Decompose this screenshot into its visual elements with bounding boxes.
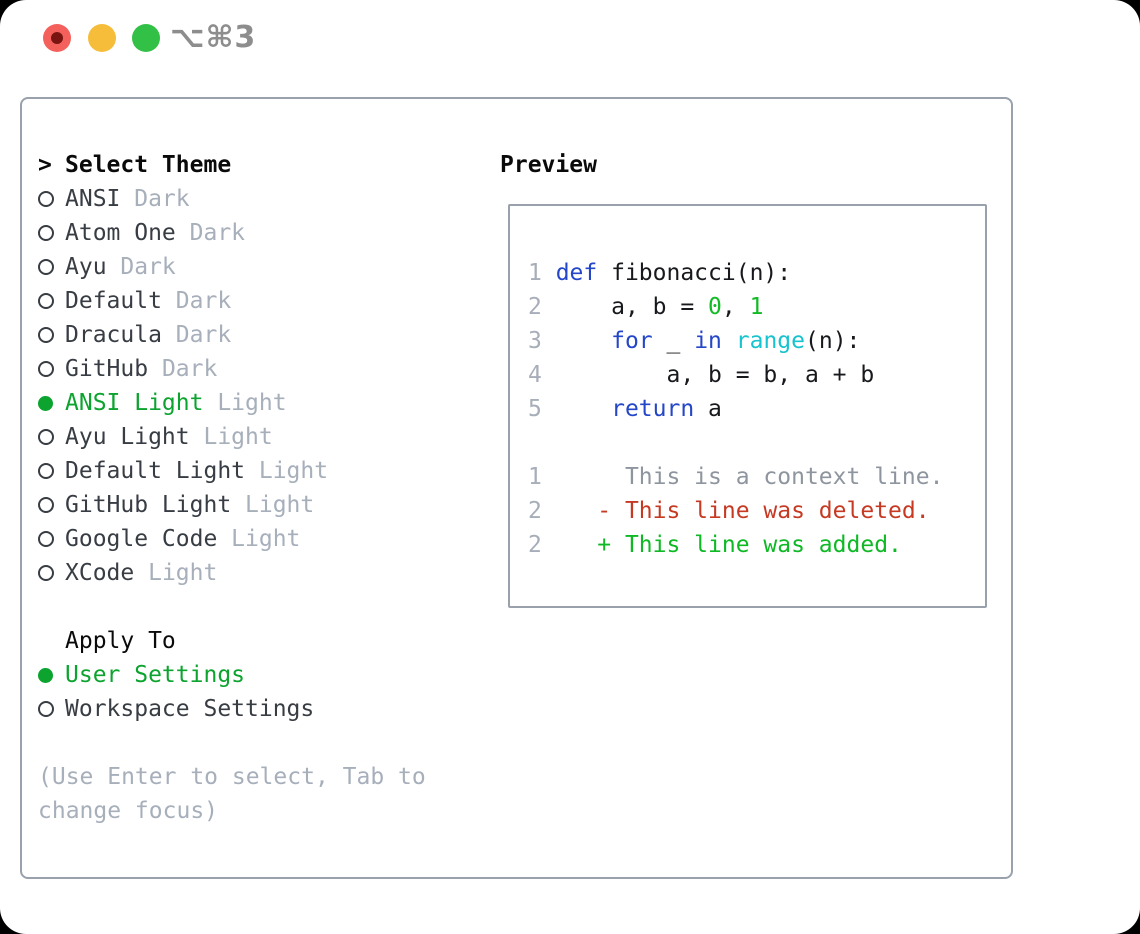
preview-box: 1 def fibonacci(n): 2 a, b = 0, 1 3 for _ … [508,204,987,608]
theme-option-xcode[interactable]: XCode Light [38,556,478,590]
option-label: Workspace Settings [65,696,315,722]
option-label: ANSI Light [65,390,204,416]
option-variant: Light [217,390,287,416]
code-line: 2 a, b = 0, 1 [528,294,764,320]
apply-option-user-settings[interactable]: User Settings [38,658,478,692]
preview-panel: Preview 1 def fibonacci(n): 2 a, b = 0, 1… [500,148,1000,608]
option-variant: Dark [120,254,176,280]
line-number: 2 [528,498,556,524]
preview-code: 1 def fibonacci(n): 2 a, b = 0, 1 3 for _ … [528,256,985,426]
option-variant: Dark [134,186,190,212]
option-variant: Light [148,560,218,586]
option-label: GitHub [65,356,149,382]
radio-icon [38,565,54,581]
radio-selected-icon [38,667,53,683]
option-label: Atom One [65,220,176,246]
radio-icon [38,293,54,309]
theme-option-ayu-light[interactable]: Ayu Light Light [38,420,478,454]
radio-icon [38,327,54,343]
line-number: 2 [528,532,556,558]
help-text: (Use Enter to select, Tab to change focu… [38,764,426,824]
theme-option-default-light[interactable]: Default Light Light [38,454,478,488]
option-label: ANSI [65,186,121,212]
theme-option-google-code[interactable]: Google Code Light [38,522,478,556]
line-number: 1 [528,464,556,490]
option-variant: Dark [189,220,246,246]
close-button[interactable] [43,24,71,52]
theme-option-atom-one[interactable]: Atom One Dark [38,216,478,250]
line-number: 2 [528,294,556,320]
spacer [38,590,478,624]
option-label: Ayu Light [65,424,190,450]
radio-icon [38,531,54,547]
radio-icon [38,701,54,717]
code-line: 5 return a [528,396,722,422]
line-number: 5 [528,396,556,422]
option-label: Google Code [65,526,218,552]
theme-option-ansi-light[interactable]: ANSI Light Light [38,386,478,420]
apply-option-workspace-settings[interactable]: Workspace Settings [38,692,478,726]
preview-diff: 1 This is a context line. 2 - This line w… [528,460,985,562]
apply-to-header: Apply To [38,624,478,658]
option-label: Ayu [65,254,107,280]
radio-icon [38,361,54,377]
titlebar: ⌥⌘3 [0,0,1140,76]
select-theme-title: Select Theme [65,152,232,178]
option-variant: Light [245,492,315,518]
option-variant: Light [258,458,329,484]
option-label: GitHub Light [65,492,232,518]
option-variant: Dark [175,288,232,314]
theme-option-dracula[interactable]: Dracula Dark [38,318,478,352]
spacer [38,726,478,760]
diff-line-add: 2 + This line was added. [528,532,902,558]
radio-icon [38,225,54,241]
option-variant: Light [231,526,301,552]
radio-icon [38,429,54,445]
theme-option-ansi[interactable]: ANSI Dark [38,182,478,216]
code-line: 1 def fibonacci(n): [528,260,792,286]
option-variant: Dark [161,356,218,382]
radio-icon [38,463,54,479]
line-number: 1 [528,260,556,286]
diff-line-ctx: 1 This is a context line. [528,464,944,490]
option-variant: Light [203,424,273,450]
line-number: 4 [528,362,556,388]
preview-header: Preview [500,148,1000,182]
theme-option-github-light[interactable]: GitHub Light Light [38,488,478,522]
option-label: Default Light [65,458,246,484]
option-label: Dracula [65,322,162,348]
option-variant: Dark [175,322,232,348]
minimize-button[interactable] [88,24,116,52]
radio-icon [38,497,54,513]
option-label: User Settings [65,662,246,688]
diff-line-del: 2 - This line was deleted. [528,498,930,524]
select-theme-header: > Select Theme [38,148,478,182]
preview-title: Preview [500,152,597,178]
apply-to-title: Apply To [65,628,176,654]
line-number: 3 [528,328,556,354]
radio-icon [38,259,54,275]
spacer [528,426,985,460]
record-dot-icon [51,32,63,44]
theme-option-github[interactable]: GitHub Dark [38,352,478,386]
theme-option-ayu[interactable]: Ayu Dark [38,250,478,284]
option-label: Default [65,288,162,314]
option-label: XCode [65,560,135,586]
code-line: 3 for _ in range(n): [528,328,861,354]
code-line: 4 a, b = b, a + b [528,362,875,388]
window-shortcut-label: ⌥⌘3 [170,20,257,55]
radio-selected-icon [38,395,53,411]
focus-caret-icon: > [38,152,52,178]
radio-icon [38,191,54,207]
zoom-button[interactable] [132,24,160,52]
theme-option-default[interactable]: Default Dark [38,284,478,318]
